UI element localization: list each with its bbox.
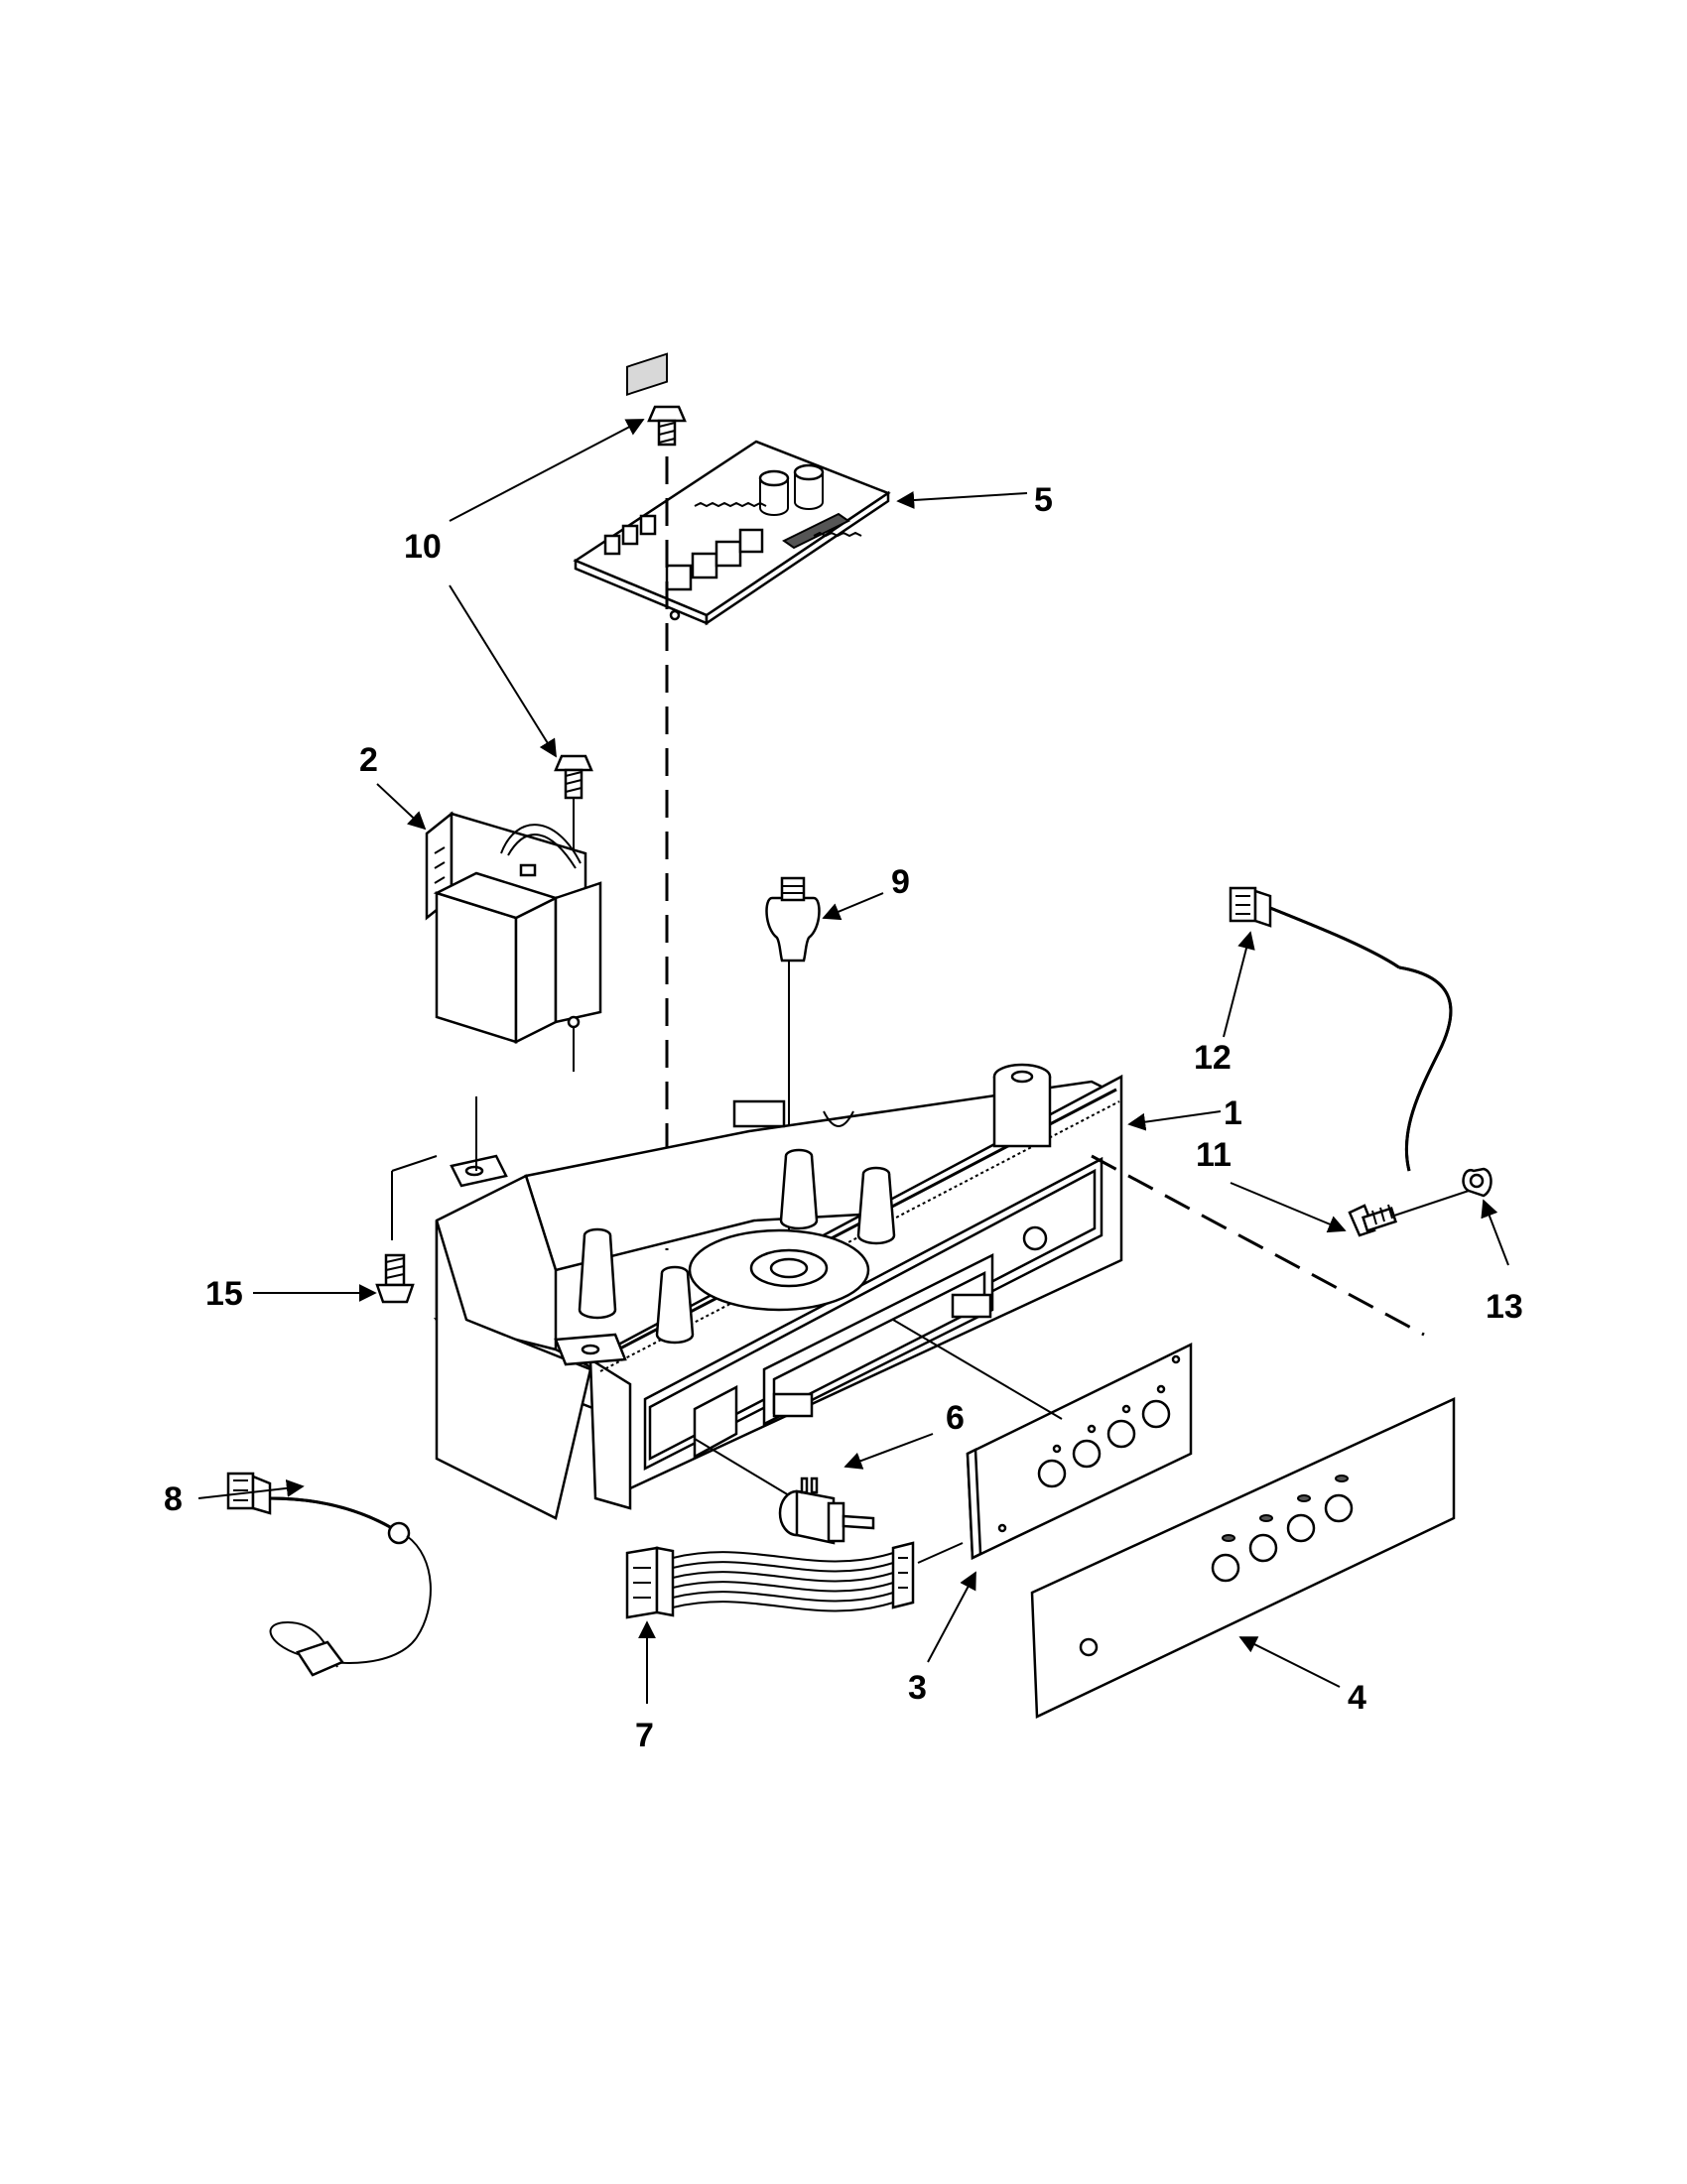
alignment-line [1393, 1190, 1470, 1217]
alignment-line [391, 1155, 438, 1240]
mount-boss [779, 1148, 819, 1230]
callout-13: 13 [1486, 1288, 1523, 1326]
switch-6-part[interactable] [694, 1438, 875, 1545]
callout-12: 12 [1194, 1039, 1232, 1077]
ribbon-harness-7-part[interactable] [625, 1541, 915, 1619]
callout-11: 11 [1196, 1136, 1232, 1174]
alignment-line [892, 1319, 1063, 1420]
clip-13-part[interactable] [1462, 1167, 1492, 1198]
light-bulb-part[interactable] [765, 876, 821, 963]
callout-6: 6 [946, 1399, 965, 1437]
screw-10-top-part[interactable] [647, 405, 687, 447]
switch-board-3-part[interactable] [966, 1342, 1193, 1560]
screw-11-part[interactable] [1348, 1204, 1398, 1237]
callout-8: 8 [164, 1480, 183, 1518]
callout-2: 2 [359, 741, 378, 779]
callout-1: 1 [1224, 1094, 1242, 1132]
callout-9: 9 [891, 863, 910, 901]
callout-leaders [197, 419, 1509, 1704]
mount-boss [578, 1227, 617, 1320]
callout-15: 15 [205, 1275, 243, 1313]
harness-12-part[interactable] [1229, 886, 1453, 1172]
front-panel-4-part[interactable] [1030, 1397, 1456, 1719]
callout-5: 5 [1034, 481, 1053, 519]
callout-7: 7 [635, 1717, 654, 1754]
control-board-part[interactable] [573, 352, 891, 626]
control-housing-part[interactable] [433, 1063, 1123, 1520]
sensor-harness-8-part[interactable] [226, 1472, 432, 1677]
callout-10: 10 [404, 528, 442, 566]
mount-boss [655, 1265, 695, 1345]
alignment-line [1091, 1154, 1425, 1337]
transformer-part[interactable] [425, 811, 602, 1045]
callout-4: 4 [1348, 1679, 1366, 1717]
screw-15-part[interactable] [375, 1253, 415, 1304]
screw-10-mid-part[interactable] [554, 754, 593, 800]
alignment-line [917, 1542, 964, 1564]
callout-3: 3 [908, 1669, 927, 1707]
mount-boss [856, 1166, 896, 1245]
